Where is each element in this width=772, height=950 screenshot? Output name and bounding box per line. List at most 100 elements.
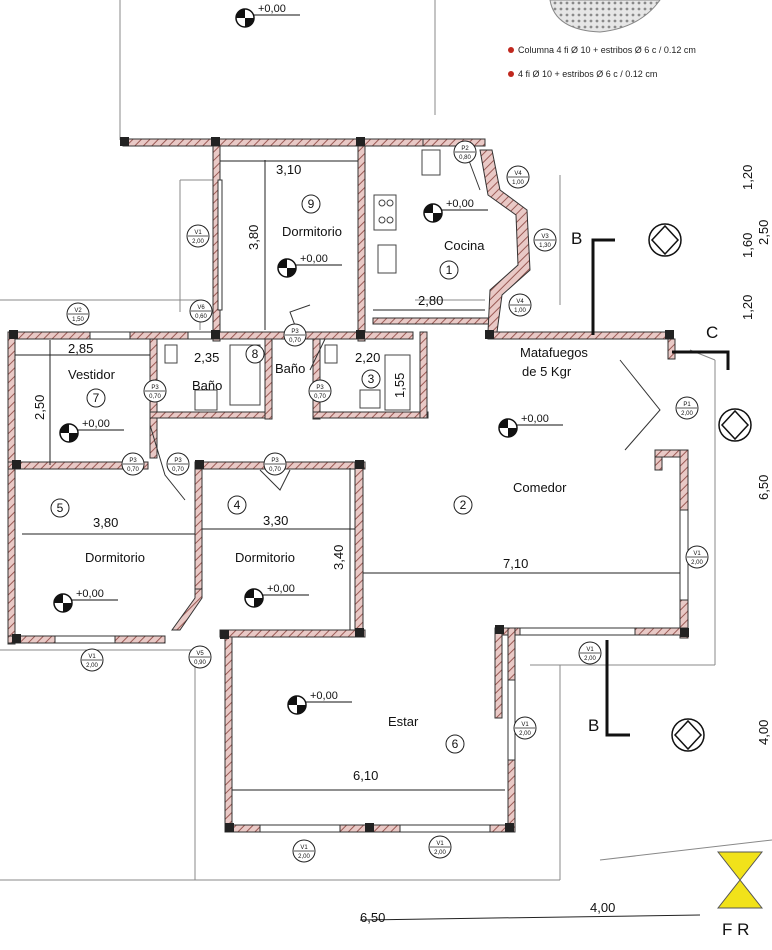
dim-3-10: 3,10 bbox=[276, 162, 301, 177]
dim-4-00: 4,00 bbox=[590, 900, 615, 915]
level-value: +0,00 bbox=[82, 418, 110, 430]
opening-size: 2,00 bbox=[519, 731, 531, 737]
dim-3-40: 3,40 bbox=[331, 545, 346, 570]
level-value: +0,00 bbox=[310, 690, 338, 702]
red-dot-icon bbox=[508, 47, 514, 53]
room-2-name: Comedor bbox=[513, 480, 567, 495]
opening-code: V3 bbox=[541, 234, 549, 240]
dim-1-20-b: 1,20 bbox=[740, 295, 755, 320]
room-5-name: Dormitorio bbox=[85, 550, 145, 565]
level-quadrant bbox=[69, 433, 78, 442]
extinguisher-label-2: de 5 Kgr bbox=[522, 364, 572, 379]
opening-code: V5 bbox=[196, 651, 204, 657]
legend-text: Columna 4 fi Ø 10 + estribos Ø 6 c / 0.1… bbox=[518, 45, 696, 55]
opening-code: P3 bbox=[291, 329, 299, 335]
level-marker-estar: +0,00 bbox=[287, 690, 352, 715]
opening-tag-v4a: V41,00 bbox=[506, 165, 530, 189]
level-marker-dorm5: +0,00 bbox=[53, 588, 118, 613]
opening-tag-v1d: V12,00 bbox=[578, 641, 602, 665]
dim-2-50-right: 2,50 bbox=[756, 220, 771, 245]
room-8-name: Baño bbox=[192, 378, 222, 393]
dim-7-10: 7,10 bbox=[503, 556, 528, 571]
level-quadrant bbox=[287, 268, 296, 277]
section-b-bottom: B bbox=[588, 716, 599, 735]
level-quadrant bbox=[508, 428, 517, 437]
opening-size: 0,80 bbox=[459, 155, 471, 161]
opening-code: V1 bbox=[586, 647, 594, 653]
level-quadrant bbox=[245, 18, 254, 27]
section-c: C bbox=[706, 323, 718, 342]
opening-code: P1 bbox=[683, 402, 691, 408]
room-labels: Dormitorio Cocina Vestidor Baño Baño Dor… bbox=[68, 224, 588, 729]
opening-code: V1 bbox=[300, 845, 308, 851]
opening-tag-p3c: P3 0,70 bbox=[308, 379, 332, 403]
level-value: +0,00 bbox=[300, 253, 328, 265]
level-quadrant bbox=[54, 594, 63, 603]
opening-size: 0,70 bbox=[289, 338, 301, 344]
dim-2-85: 2,85 bbox=[68, 341, 93, 356]
dim-3-80: 3,80 bbox=[93, 515, 118, 530]
opening-size: 0,70 bbox=[172, 467, 184, 473]
level-quadrant bbox=[254, 598, 263, 607]
section-fr: F R bbox=[722, 920, 749, 939]
opening-code: V1 bbox=[693, 551, 701, 557]
opening-tag-v1e: V12,00 bbox=[513, 716, 537, 740]
opening-size: 1,50 bbox=[72, 317, 84, 323]
opening-size: 2,00 bbox=[86, 663, 98, 669]
opening-code: V1 bbox=[194, 230, 202, 236]
opening-size: 2,00 bbox=[691, 560, 703, 566]
level-marker-vestidor: +0,00 bbox=[59, 418, 124, 443]
level-marker-comedor: +0,00 bbox=[498, 413, 563, 438]
windows bbox=[54, 179, 689, 833]
opening-tag-v2: V2 1,50 bbox=[66, 302, 90, 326]
room-9-number: 9 bbox=[308, 197, 315, 211]
room-5-number: 5 bbox=[57, 501, 64, 515]
opening-code: P3 bbox=[316, 385, 324, 391]
section-letters: B C B F R bbox=[571, 229, 749, 939]
level-quadrant bbox=[288, 696, 297, 705]
opening-size: 0,90 bbox=[194, 660, 206, 666]
room-number-texts: 9 1 7 8 3 5 4 2 6 bbox=[57, 197, 467, 751]
opening-tag-v5: V5 0,90 bbox=[188, 645, 212, 669]
opening-tag-p3e: P30,70 bbox=[166, 452, 190, 476]
level-value: +0,00 bbox=[76, 588, 104, 600]
opening-code: P3 bbox=[129, 458, 137, 464]
room-7-name: Vestidor bbox=[68, 367, 116, 382]
walls bbox=[7, 138, 689, 833]
dim-3-80-v: 3,80 bbox=[246, 225, 261, 250]
opening-tag-p3d: P30,70 bbox=[121, 452, 145, 476]
level-marker-top: +0,00 bbox=[235, 3, 300, 28]
section-lines bbox=[591, 238, 730, 737]
legend-text: 4 fi Ø 10 + estribos Ø 6 c / 0.12 cm bbox=[518, 69, 658, 79]
level-markers: +0,00+0,00+0,00+0,00+0,00+0,00+0,00+0,00 bbox=[53, 3, 563, 715]
dimension-texts: 3,10 3,80 2,80 2,85 2,35 2,20 1,55 2,50 … bbox=[32, 162, 771, 925]
section-symbols bbox=[648, 223, 752, 752]
opening-code: V1 bbox=[436, 841, 444, 847]
opening-code: V2 bbox=[74, 308, 82, 314]
opening-tag-p3a: P3 0,70 bbox=[283, 323, 307, 347]
garden-hatch bbox=[549, 0, 661, 33]
room-4-name: Dormitorio bbox=[235, 550, 295, 565]
legend-item-column: Columna 4 fi Ø 10 + estribos Ø 6 c / 0.1… bbox=[508, 45, 696, 55]
level-quadrant bbox=[245, 589, 254, 598]
level-quadrant bbox=[60, 424, 69, 433]
opening-tag-v1g: V12,00 bbox=[428, 835, 452, 859]
opening-tag-v3: V31,30 bbox=[533, 228, 557, 252]
doors bbox=[149, 149, 661, 501]
opening-size: 0,70 bbox=[149, 394, 161, 400]
opening-code: P3 bbox=[271, 458, 279, 464]
level-marker-dorm9: +0,00 bbox=[277, 253, 342, 278]
dim-1-55: 1,55 bbox=[392, 373, 407, 398]
level-quadrant bbox=[499, 419, 508, 428]
dim-2-80: 2,80 bbox=[418, 293, 443, 308]
level-quadrant bbox=[424, 204, 433, 213]
room-6-number: 6 bbox=[452, 737, 459, 751]
room-4-number: 4 bbox=[234, 498, 241, 512]
opening-size: 2,00 bbox=[192, 239, 204, 245]
level-quadrant bbox=[63, 603, 72, 612]
level-quadrant bbox=[297, 705, 306, 714]
opening-size: 0,70 bbox=[314, 394, 326, 400]
level-value: +0,00 bbox=[446, 198, 474, 210]
opening-tag-p1: P12,00 bbox=[675, 396, 699, 420]
